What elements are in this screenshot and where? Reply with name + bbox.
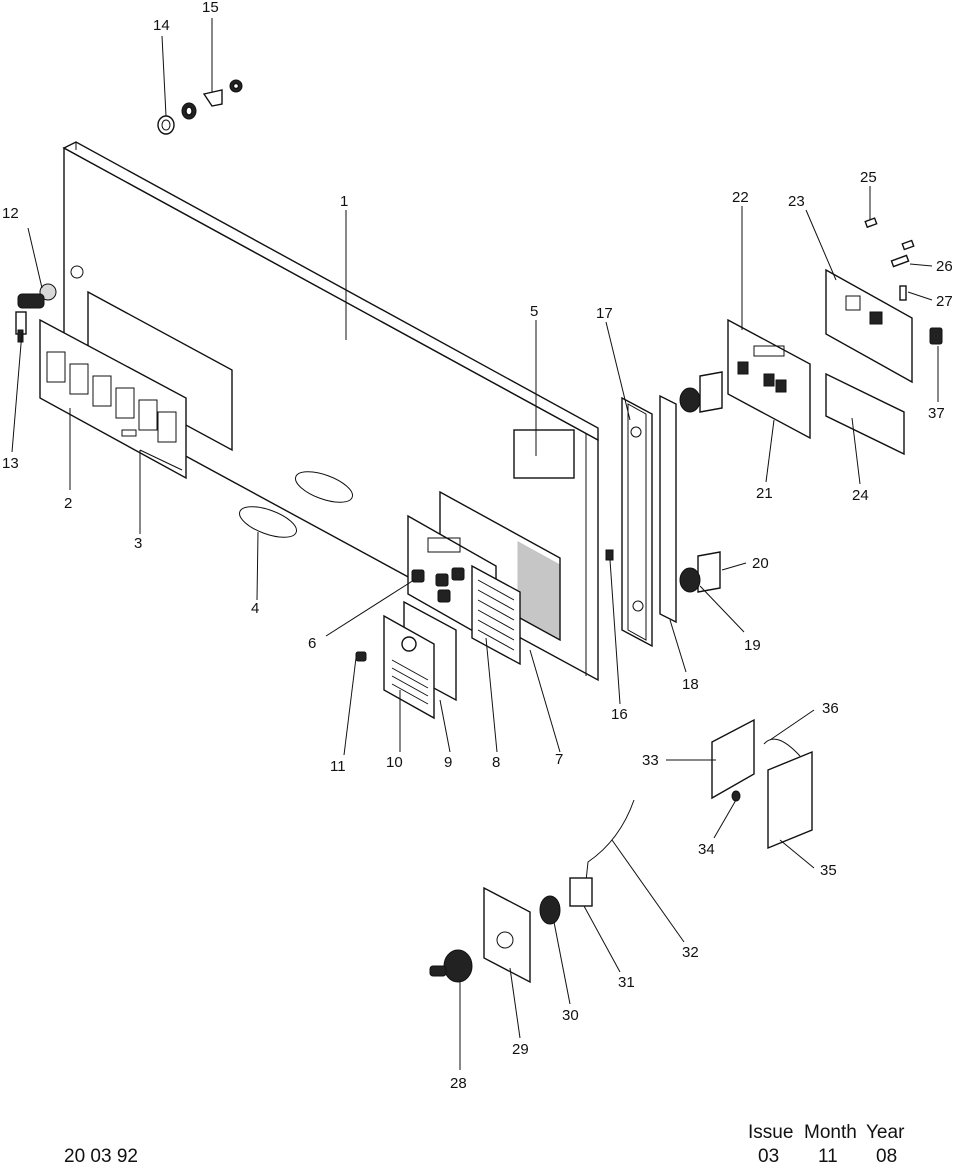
callout-31: 31	[618, 974, 635, 991]
callout-9: 9	[444, 754, 452, 771]
callout-29: 29	[512, 1041, 529, 1058]
callout-19: 19	[744, 637, 761, 654]
callout-25: 25	[860, 169, 877, 186]
lock-assembly	[15, 283, 57, 343]
issue-value: 03	[758, 1146, 780, 1167]
callout-12: 12	[2, 205, 19, 222]
callout-3: 3	[134, 535, 142, 552]
callout-4: 4	[251, 600, 259, 617]
callout-35: 35	[820, 862, 837, 879]
callout-13: 13	[2, 455, 19, 472]
callout-5: 5	[530, 303, 538, 320]
callout-33: 33	[642, 752, 659, 769]
drawing-code: 20 03 92	[64, 1146, 138, 1167]
callout-34: 34	[698, 841, 715, 858]
callout-37: 37	[928, 405, 945, 422]
year-value: 08	[876, 1146, 898, 1167]
callout-labels: 1 2 3 4 5 6 7 8 9 10 11 12 13 14 15 16 1…	[2, 0, 953, 1092]
control-board-stack	[355, 490, 561, 720]
callout-23: 23	[788, 193, 805, 210]
callout-1: 1	[340, 193, 348, 210]
callout-18: 18	[682, 676, 699, 693]
callout-11: 11	[330, 758, 346, 775]
hinges	[679, 371, 723, 593]
leader-lines	[11, 18, 939, 1070]
callout-36: 36	[822, 700, 839, 717]
callout-17: 17	[596, 305, 613, 322]
callout-14: 14	[153, 17, 170, 34]
key-switch-assembly	[429, 799, 635, 984]
callout-24: 24	[852, 487, 869, 504]
year-label: Year	[866, 1122, 905, 1143]
callout-15: 15	[202, 0, 219, 16]
side-rails	[605, 394, 677, 648]
callout-6: 6	[308, 635, 316, 652]
callout-32: 32	[682, 944, 699, 961]
callout-7: 7	[555, 751, 563, 768]
callout-2: 2	[64, 495, 72, 512]
callout-21: 21	[756, 485, 773, 502]
callout-28: 28	[450, 1075, 467, 1092]
callout-8: 8	[492, 754, 500, 771]
callout-10: 10	[386, 754, 403, 771]
callout-20: 20	[752, 555, 769, 572]
month-label: Month	[804, 1122, 857, 1143]
callout-16: 16	[611, 706, 628, 723]
label-frame	[39, 318, 187, 480]
month-value: 11	[818, 1146, 838, 1167]
issue-label: Issue	[748, 1122, 794, 1143]
circuit-boards	[727, 217, 943, 456]
callout-27: 27	[936, 293, 953, 310]
callout-22: 22	[732, 189, 749, 206]
callout-26: 26	[936, 258, 953, 275]
mounting-brackets	[711, 718, 813, 850]
washers	[157, 79, 243, 135]
callout-30: 30	[562, 1007, 579, 1024]
